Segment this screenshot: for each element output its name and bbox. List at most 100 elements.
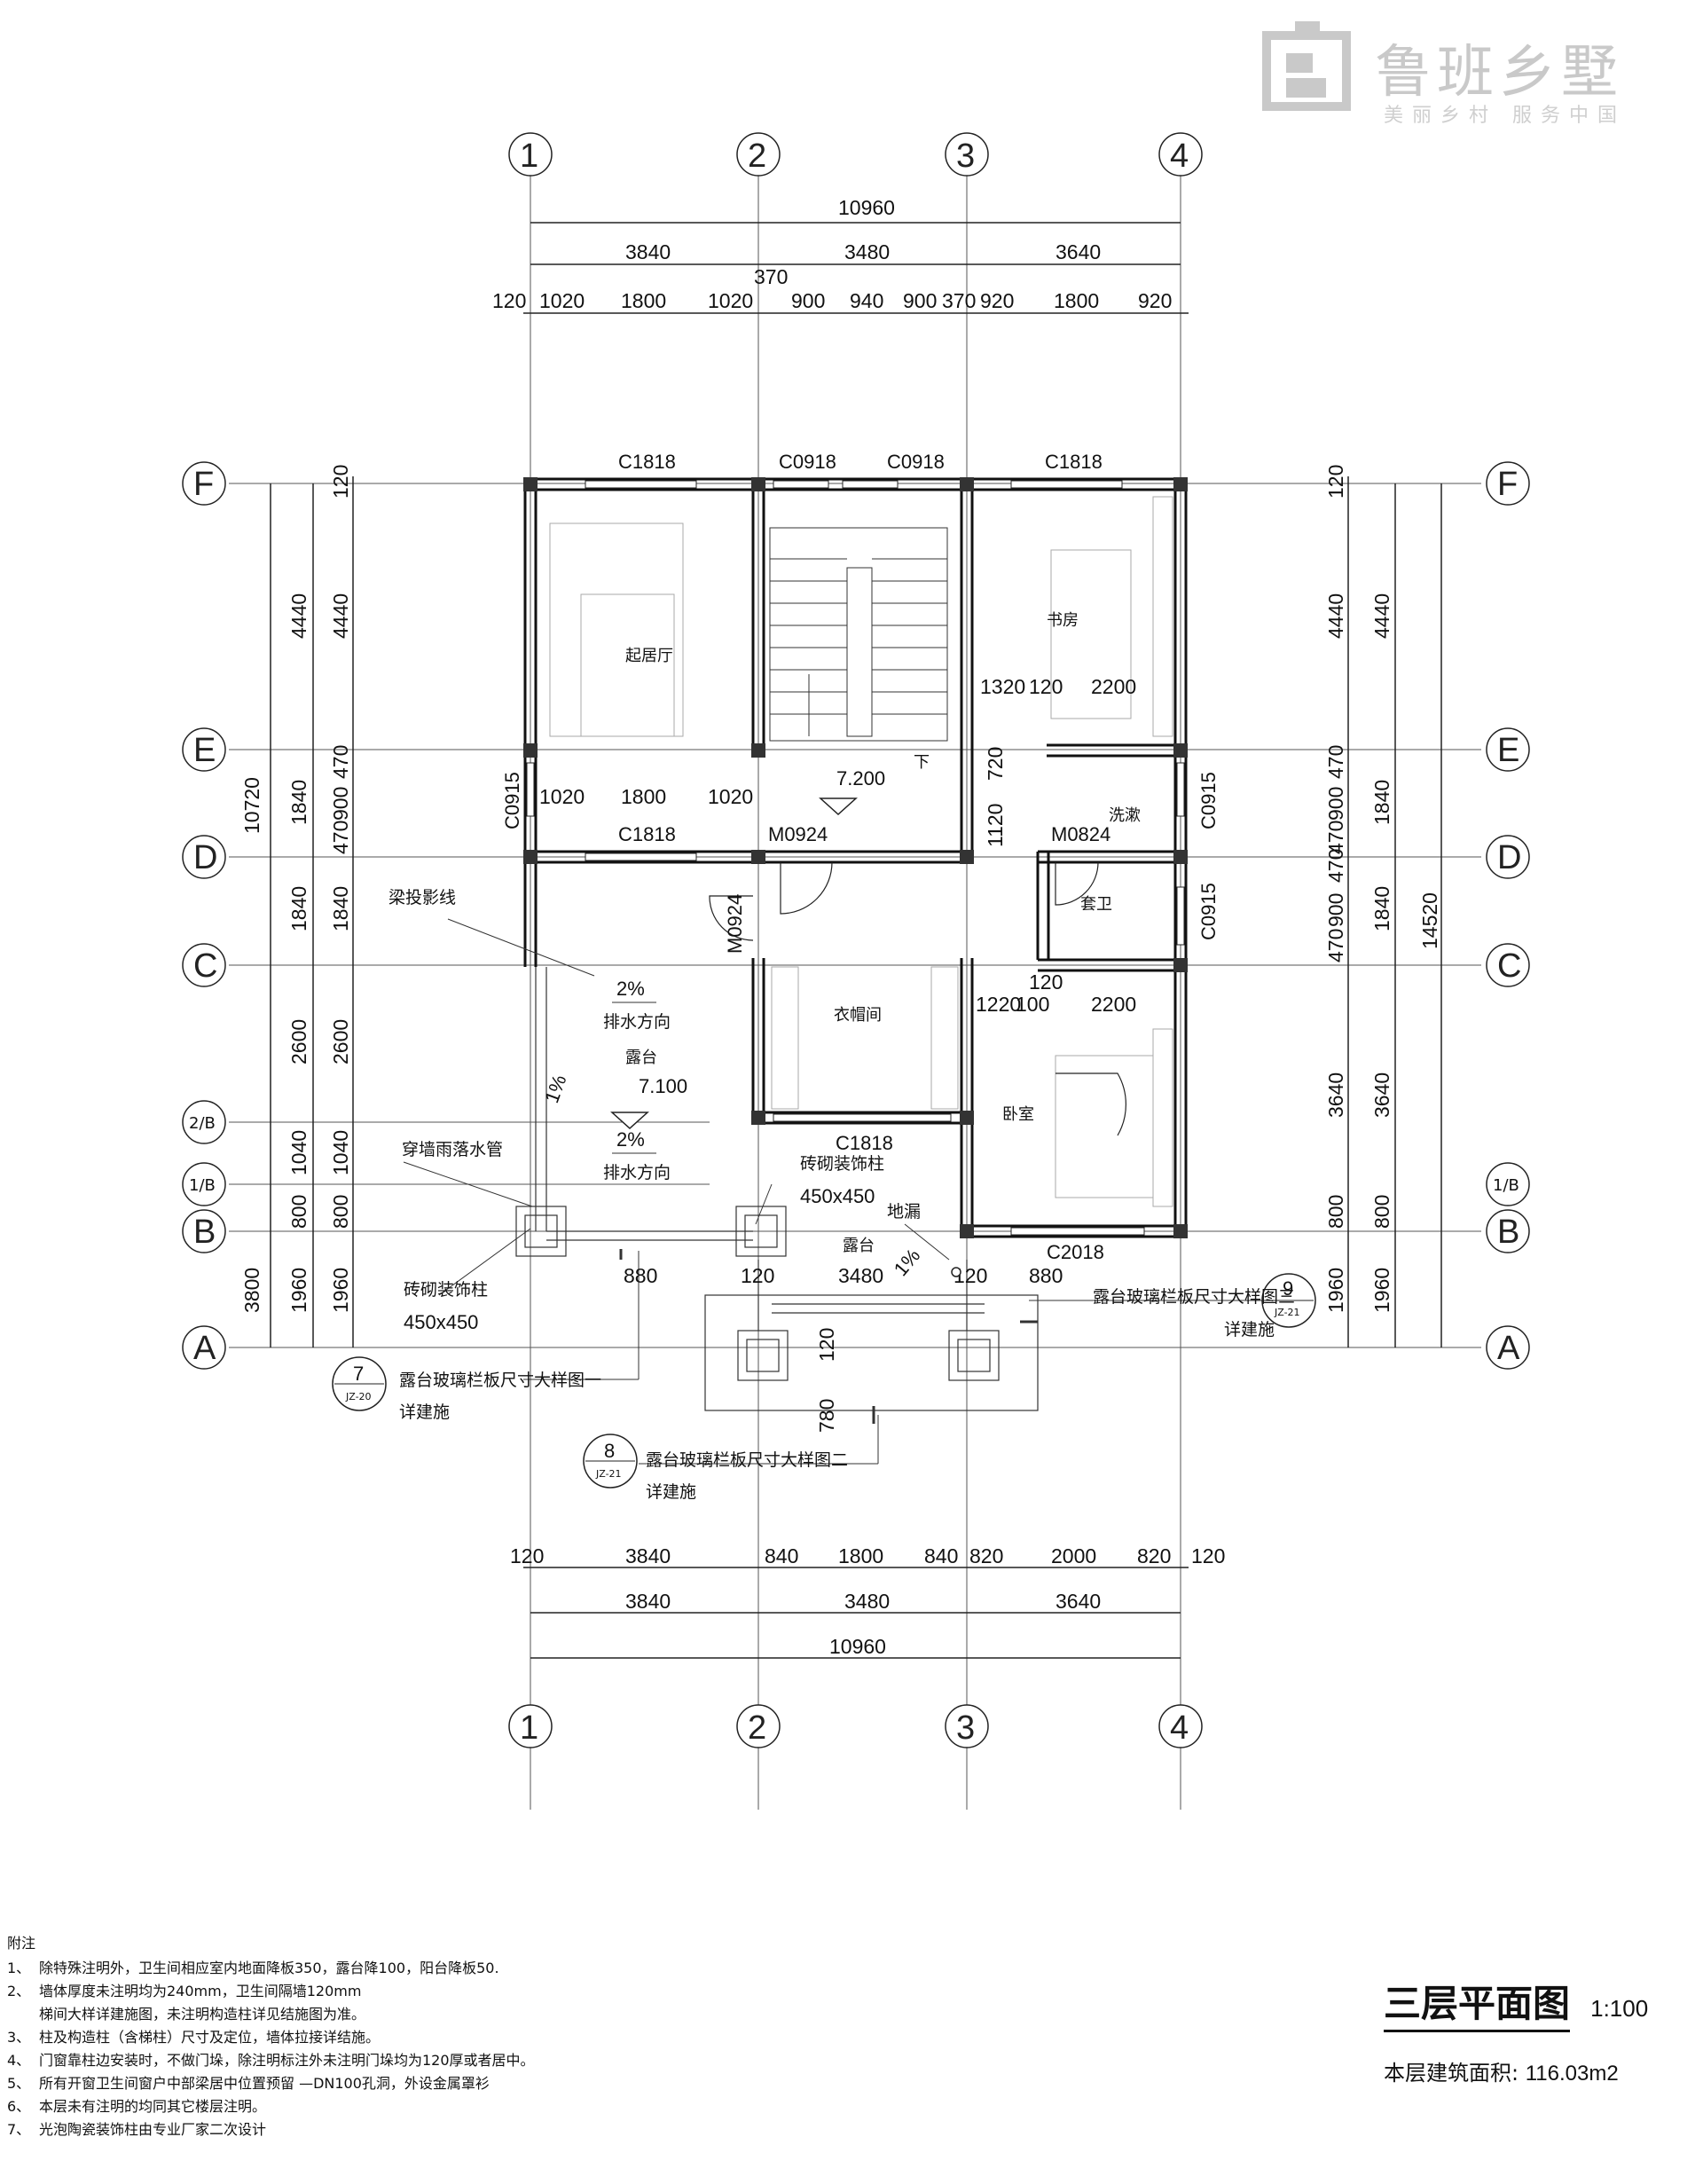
- note-item: 6、本层未有注明的均同其它楼层注明。: [7, 2098, 267, 2115]
- dim-right-detail-9: 800: [1324, 1195, 1347, 1229]
- dim-left-detail-8: 800: [329, 1195, 352, 1229]
- column-label-2-size: 450x450: [800, 1185, 875, 1207]
- notes-section: 附注 1、除特殊注明外，卫生间相应室内地面降板350，露台降100，阳台降板50…: [7, 1934, 681, 2143]
- axis-label-2-top: 2: [748, 137, 766, 175]
- dim-top-detail-10: 1800: [1054, 289, 1099, 312]
- dim-left-detail-5: 1840: [329, 886, 352, 931]
- dim-top-bay-3: 3640: [1056, 240, 1101, 263]
- dim-left-detail-3: 900: [329, 787, 352, 821]
- dim-bottom-detail-7: 820: [1137, 1544, 1171, 1567]
- inner-dim-13: 120: [741, 1264, 774, 1287]
- axis-label-4-bottom: 4: [1170, 1709, 1189, 1747]
- drain-direction-2: 排水方向: [603, 1163, 671, 1182]
- detail-8-num: 8: [604, 1440, 615, 1462]
- dim-right-detail-7: 470: [1324, 929, 1347, 962]
- opening-c1818-north-left: C1818: [618, 451, 676, 473]
- dim-top-detail-11: 920: [1138, 289, 1172, 312]
- dim-top-detail-9: 920: [980, 289, 1014, 312]
- axis-label-D-right: D: [1497, 839, 1521, 876]
- inner-dim-9: 100: [1016, 993, 1049, 1016]
- opening-c0918-north-1: C0918: [779, 451, 836, 473]
- dim-bottom-detail-2: 840: [765, 1544, 798, 1567]
- dim-top-detail-8: 370: [942, 289, 976, 312]
- note-item: 3、柱及构造柱（含梯柱）尺寸及定位，墙体拉接详结施。: [7, 2029, 381, 2046]
- axis-label-E-right: E: [1497, 732, 1519, 769]
- inner-dim-5: 1020: [539, 785, 585, 808]
- detail-7-ref: JZ-20: [345, 1391, 372, 1402]
- dim-bottom-bay-2: 3480: [844, 1590, 890, 1613]
- dim-bottom-detail-3: 1800: [838, 1544, 883, 1567]
- axis-label-E-left: E: [193, 732, 216, 769]
- opening-c1818-north-right: C1818: [1045, 451, 1103, 473]
- inner-dim-8: 1220: [976, 993, 1021, 1016]
- room-bath: 套卫: [1080, 895, 1112, 914]
- axis-label-2B-left: 2/B: [189, 1114, 216, 1133]
- dim-left-outer-1: 3800: [240, 1268, 263, 1313]
- inner-dim-16: 880: [1029, 1264, 1063, 1287]
- dim-bottom-detail-6: 2000: [1051, 1544, 1096, 1567]
- axis-label-C-right: C: [1497, 947, 1521, 985]
- room-living: 起居厅: [625, 647, 673, 665]
- inner-dim-17: 120: [815, 1328, 838, 1362]
- dim-top-total: 10960: [838, 196, 895, 219]
- inner-dim-14: 3480: [838, 1264, 883, 1287]
- floor-area-value: 116.03m2: [1525, 2062, 1619, 2086]
- axis-label-C-left: C: [193, 947, 217, 985]
- dim-bottom-detail-0: 120: [510, 1544, 544, 1567]
- opening-c0915-east-2: C0915: [1197, 883, 1220, 940]
- detail-8-title: 露台玻璃栏板尺寸大样图二: [646, 1450, 848, 1470]
- axis-label-1B-left: 1/B: [189, 1176, 216, 1195]
- dim-right-bay-3: 3640: [1370, 1072, 1393, 1118]
- dim-top-detail-5: 900: [791, 289, 825, 312]
- axis-label-F-right: F: [1497, 466, 1518, 503]
- slope-label-4: 1%: [890, 1245, 925, 1280]
- opening-m0824: M0824: [1051, 823, 1110, 845]
- dim-bottom-detail-4: 840: [924, 1544, 958, 1567]
- dim-right-detail-5: 470: [1324, 849, 1347, 883]
- dim-right-bay-5: 1960: [1370, 1268, 1393, 1313]
- detail-9-num: 9: [1283, 1277, 1293, 1300]
- dim-top-detail-0: 120: [492, 289, 526, 312]
- room-closet: 衣帽间: [834, 1006, 882, 1025]
- opening-m0924-closet: M0924: [724, 894, 746, 954]
- axis-bubble-3-bottom: [945, 1704, 989, 1748]
- dim-right-detail-2: 470: [1324, 745, 1347, 779]
- dim-right-detail-3: 900: [1324, 787, 1347, 821]
- dim-right-bay-2: 1840: [1370, 886, 1393, 931]
- room-terrace: 露台: [625, 1049, 657, 1067]
- slope-label-2: 2%: [616, 1128, 645, 1151]
- brand-slogan: 美丽乡村 服务中国: [1384, 105, 1626, 127]
- inner-dim-2: 2200: [1091, 675, 1136, 698]
- column-label-1-name: 砖砌装饰柱: [404, 1280, 488, 1300]
- dim-left-bay-3: 2600: [287, 1019, 310, 1065]
- title-block: 三层平面图 1:100 本层建筑面积: 116.03m2: [1384, 1974, 1703, 2086]
- axis-bubble-4-bottom: [1158, 1704, 1203, 1748]
- axis-label-1-top: 1: [520, 137, 538, 175]
- detail-8-sub: 详建施: [646, 1482, 696, 1502]
- dim-left-detail-6: 2600: [329, 1019, 352, 1065]
- inner-dim-3: 720: [984, 747, 1007, 781]
- inner-dim-18: 780: [815, 1399, 838, 1433]
- dim-right-total: 14520: [1418, 892, 1441, 949]
- dim-right-bay-4: 800: [1370, 1195, 1393, 1229]
- dim-right-detail-0: 120: [1324, 465, 1347, 499]
- logo-icon: [1262, 21, 1351, 111]
- axis-bubbles: [182, 132, 1530, 1748]
- inner-dim-0: 1320: [980, 675, 1025, 698]
- plan-scale: 1:100: [1590, 1995, 1649, 2022]
- dim-left-detail-2: 470: [329, 745, 352, 779]
- beam-projection-label: 梁投影线: [388, 888, 456, 907]
- dim-top-bay-2: 3480: [844, 240, 890, 263]
- axis-bubble-1-top: [508, 132, 553, 177]
- opening-c1818-closet: C1818: [836, 1132, 893, 1154]
- axis-label-B-right: B: [1497, 1214, 1519, 1251]
- dim-left-detail-9: 1960: [329, 1268, 352, 1313]
- dim-bottom-bay-1: 3840: [625, 1590, 671, 1613]
- dim-left-detail-1: 4440: [329, 593, 352, 639]
- axis-label-D-left: D: [193, 839, 217, 876]
- opening-c0918-north-2: C0918: [887, 451, 945, 473]
- axis-label-1B-right: 1/B: [1493, 1176, 1519, 1195]
- axis-bubble-4-top: [1158, 132, 1203, 177]
- axis-bubble-1-bottom: [508, 1704, 553, 1748]
- axis-label-1-bottom: 1: [520, 1709, 538, 1747]
